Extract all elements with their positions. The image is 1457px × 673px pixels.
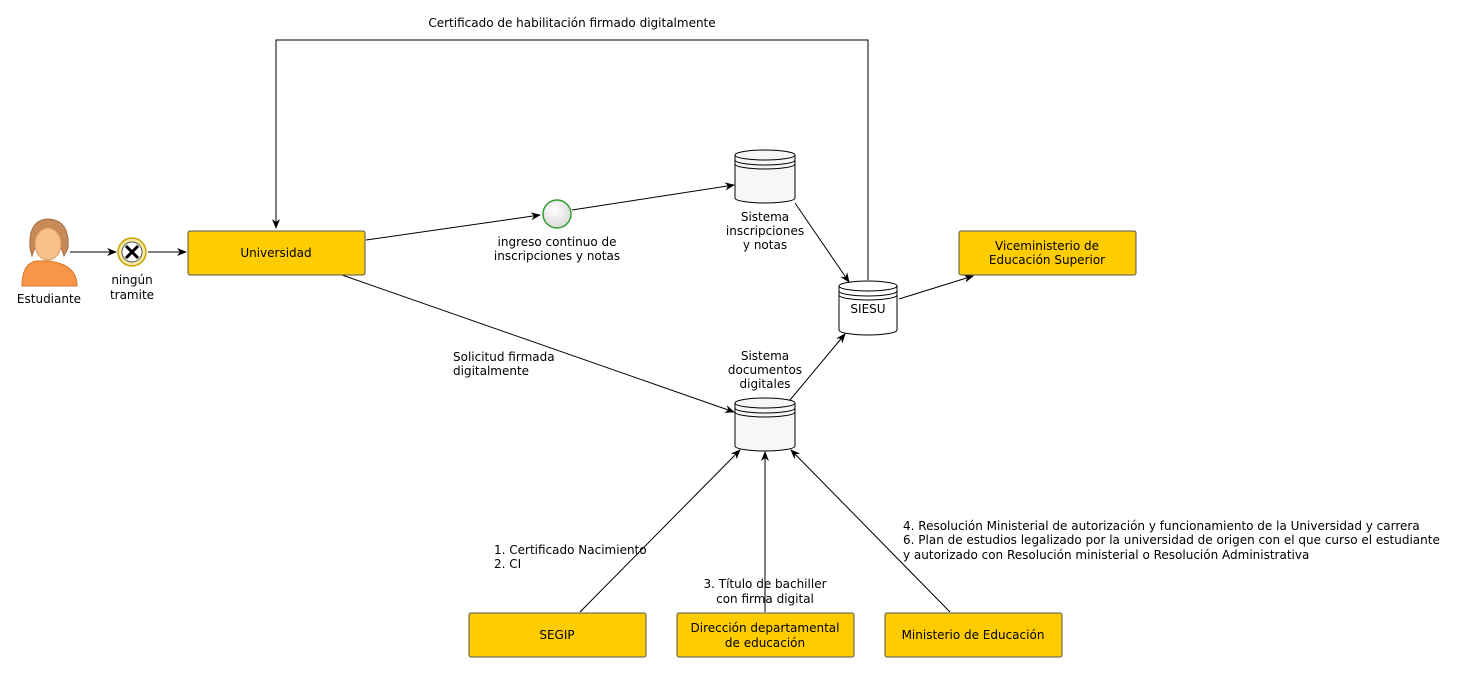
- exclusive-gateway-icon: [117, 237, 147, 267]
- segip-docs-label-line1: 1. Certificado Nacimiento: [494, 543, 647, 557]
- viceministerio-label-line2: Educación Superior: [989, 253, 1105, 267]
- segip-docs-label-line2: 2. CI: [494, 557, 521, 571]
- edge-dbdocs-siesu: [789, 333, 846, 401]
- event-label-line1: ingreso continuo de: [498, 235, 617, 249]
- solicitud-edge-label-line2: digitalmente: [453, 364, 529, 378]
- db-notas-label-line3: y notas: [743, 238, 787, 252]
- direccion-docs-label-line1: 3. Título de bachiller: [703, 577, 826, 591]
- certificado-edge-label: Certificado de habilitación firmado digi…: [428, 16, 715, 30]
- edge-segip-dbdocs: [579, 449, 741, 613]
- edge-siesu-universidad-certificado: [272, 39, 869, 280]
- segip-box[interactable]: [468, 612, 647, 658]
- db-notas-label-line2: inscripciones: [726, 224, 804, 238]
- estudiante-label: Estudiante: [17, 292, 81, 306]
- db-notas-label-line1: Sistema: [741, 210, 789, 224]
- gateway-label-line2: tramite: [110, 288, 154, 302]
- event-label-line2: inscripciones y notas: [494, 249, 620, 263]
- db-docs-label-line2: documentos: [728, 363, 802, 377]
- database-icon: [838, 280, 898, 336]
- universidad-label: Universidad: [240, 246, 311, 260]
- direccion-docs-label-line2: con firma digital: [716, 592, 814, 606]
- db-docs-label-line1: Sistema: [741, 349, 789, 363]
- direccion-label-line1: Dirección departamental: [691, 621, 840, 635]
- edge-universidad-dbdocs: [341, 274, 735, 413]
- edge-universidad-event: [365, 212, 541, 241]
- person-body: [21, 260, 78, 287]
- ministerio-docs-label-line3: y autorizado con Resolución ministerial …: [903, 548, 1309, 562]
- gateway-label-line1: ningún: [111, 273, 152, 287]
- edge-ministerio-dbdocs: [790, 449, 951, 613]
- ministerio-box[interactable]: [884, 612, 1063, 658]
- viceministerio-label-line1: Viceministerio de: [995, 239, 1099, 253]
- viceministerio-box[interactable]: [958, 230, 1137, 276]
- database-icon: [734, 149, 796, 204]
- ministerio-docs-label-line1: 4. Resolución Ministerial de autorizació…: [903, 519, 1420, 533]
- person-icon: [21, 218, 78, 287]
- direccion-label-line2: de educación: [725, 636, 805, 650]
- person-face: [34, 227, 62, 261]
- edge-event-dbnotas: [571, 182, 735, 211]
- universidad-box[interactable]: [187, 230, 366, 276]
- db-docs-label-line3: digitales: [740, 377, 791, 391]
- edge-dbnotas-siesu: [794, 202, 850, 283]
- ministerio-label: Ministerio de Educación: [902, 628, 1045, 642]
- siesu-label: SIESU: [850, 302, 885, 316]
- segip-label: SEGIP: [539, 628, 574, 642]
- database-icon: [734, 397, 796, 452]
- direccion-box[interactable]: [676, 612, 855, 658]
- intermediate-event-icon: [542, 199, 572, 229]
- solicitud-edge-label-line1: Solicitud firmada: [453, 350, 555, 364]
- ministerio-docs-label-line2: 6. Plan de estudios legalizado por la un…: [903, 533, 1440, 547]
- edge-siesu-viceministerio: [898, 274, 974, 300]
